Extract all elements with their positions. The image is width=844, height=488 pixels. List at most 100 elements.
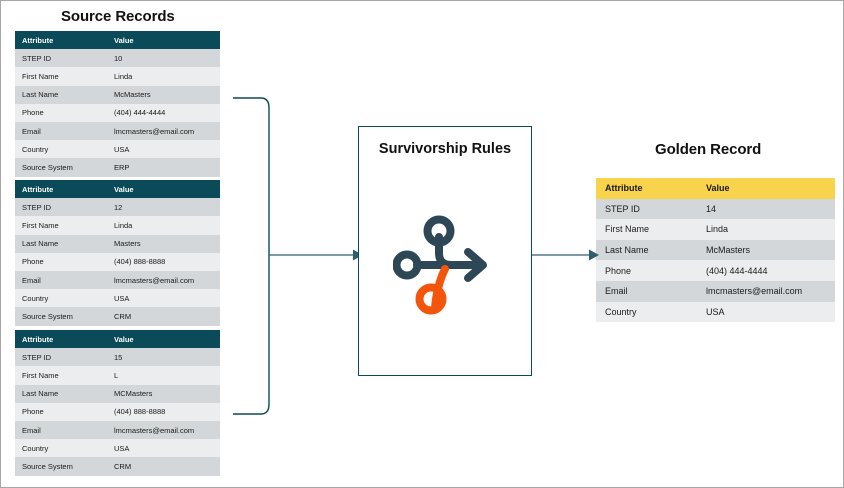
cell-attribute: Country [596,301,697,323]
cell-value: 15 [107,348,220,367]
column-header-value: Value [697,178,835,199]
golden-record-title: Golden Record [655,141,762,158]
cell-attribute: Phone [596,260,697,281]
cell-attribute: Last Name [15,85,107,104]
cell-attribute: STEP ID [15,348,107,367]
cell-attribute: Email [15,420,107,440]
cell-value: 12 [107,198,220,217]
cell-value: ERP [107,158,220,177]
cell-value: MCMasters [107,384,220,403]
merge-rules-icon [393,215,487,315]
cell-attribute: First Name [15,67,107,86]
cell-attribute: Last Name [596,239,697,261]
cell-attribute: First Name [15,366,107,385]
cell-value: CRM [107,457,220,476]
survivorship-rules-box[interactable]: Survivorship Rules [358,126,532,376]
column-header-attribute: Attribute [596,178,697,199]
cell-value: USA [107,439,220,458]
table-row: Phone(404) 888-8888 [15,402,220,421]
cell-value: Linda [107,216,220,235]
cell-attribute: Phone [15,402,107,421]
column-header-attribute: Attribute [15,180,107,199]
cell-value: Masters [107,234,220,253]
cell-value: (404) 888-8888 [107,402,220,421]
cell-value: (404) 444-4444 [697,260,835,281]
cell-attribute: Phone [15,252,107,271]
cell-attribute: Email [596,280,697,302]
cell-attribute: Phone [15,103,107,122]
cell-value: (404) 888-8888 [107,252,220,271]
cell-attribute: Country [15,439,107,458]
cell-value: Linda [107,67,220,86]
cell-value: McMasters [697,239,835,261]
cell-value: Linda [697,219,835,240]
cell-attribute: Source System [15,158,107,177]
column-header-attribute: Attribute [15,31,107,50]
cell-attribute: Last Name [15,234,107,253]
cell-attribute: STEP ID [596,198,697,220]
survivorship-rules-title: Survivorship Rules [378,141,512,157]
table-row: Phone(404) 444-4444 [15,103,220,122]
cell-attribute: STEP ID [15,49,107,68]
cell-attribute: Country [15,140,107,159]
cell-value: McMasters [107,85,220,104]
cell-value: CRM [107,307,220,326]
cell-value: lmcmasters@email.com [107,270,220,290]
column-header-attribute: Attribute [15,330,107,349]
source-records-title: Source Records [61,8,175,25]
cell-attribute: First Name [15,216,107,235]
cell-attribute: Source System [15,307,107,326]
grouping-bracket-icon [233,97,270,415]
cell-attribute: First Name [596,219,697,240]
column-header-value: Value [107,31,220,50]
cell-value: lmcmasters@email.com [107,121,220,141]
cell-attribute: STEP ID [15,198,107,217]
cell-value: USA [107,289,220,308]
arrow-rules-to-golden-icon [529,249,599,261]
table-row: Phone(404) 888-8888 [15,252,220,271]
column-header-value: Value [107,330,220,349]
table-row: Phone(404) 444-4444 [596,260,835,281]
cell-value: (404) 444-4444 [107,103,220,122]
cell-attribute: Email [15,121,107,141]
cell-value: L [107,366,220,385]
cell-value: USA [107,140,220,159]
arrow-sources-to-rules-icon [269,249,363,261]
cell-attribute: Source System [15,457,107,476]
cell-value: 14 [697,198,835,220]
cell-value: lmcmasters@email.com [107,420,220,440]
cell-attribute: Country [15,289,107,308]
cell-value: 10 [107,49,220,68]
cell-attribute: Email [15,270,107,290]
